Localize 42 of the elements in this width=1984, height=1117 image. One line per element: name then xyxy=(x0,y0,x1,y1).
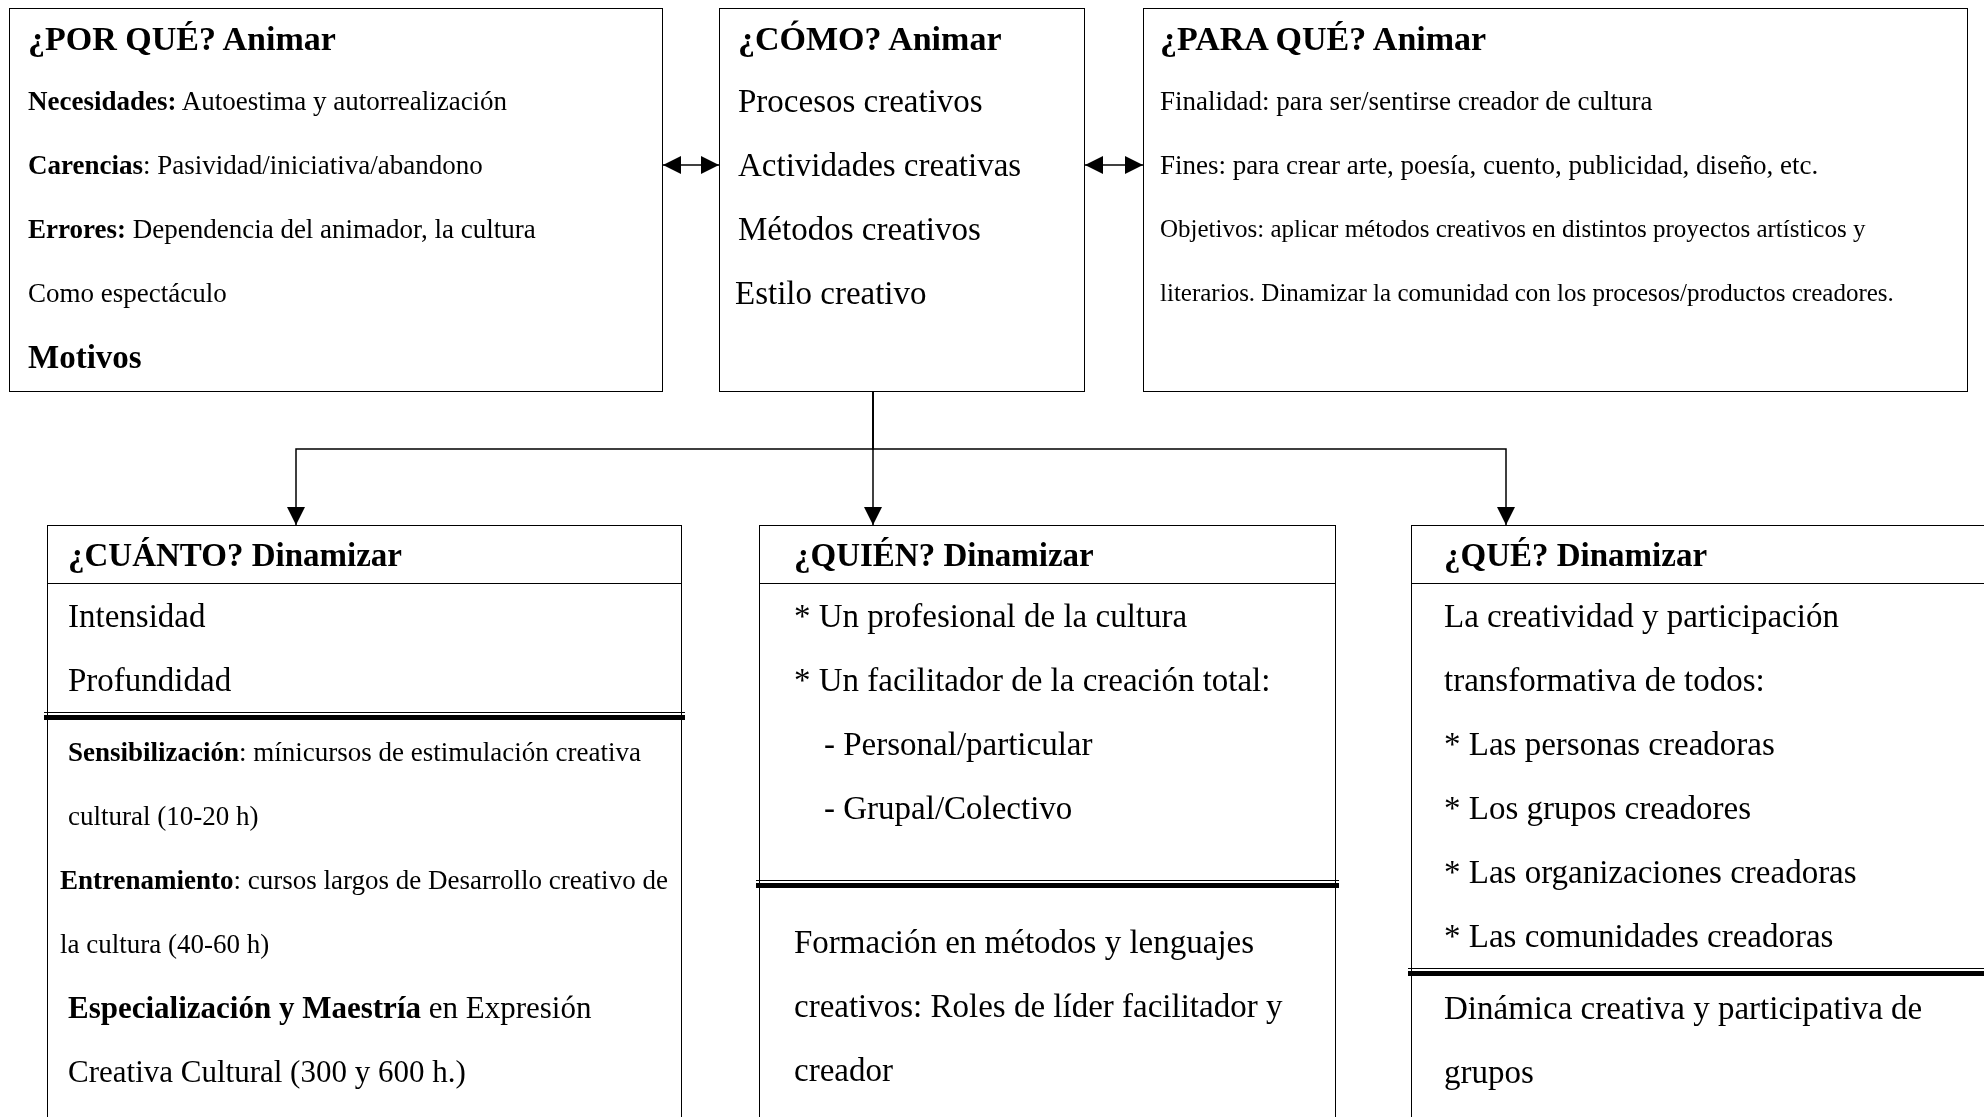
box-heading: ¿CUÁNTO? Dinamizar xyxy=(48,526,681,584)
text-line: La creatividad y participación transformativa de todos: xyxy=(1443,597,1840,700)
text-line: Intensidad xyxy=(67,597,207,636)
text-line: - Grupal/Colectivo xyxy=(823,789,1074,828)
text-line: Sensibilización: mínicursos de estimulación creativa cultural (10-20 h) xyxy=(67,736,642,833)
text-line: Procesos creativos xyxy=(737,82,984,121)
text-line: Entrenamiento: cursos largos de Desarrollo creativo de la cultura (40-60 h) xyxy=(59,864,669,961)
text-box xyxy=(759,525,1336,1117)
text-line: * Las comunidades creadoras xyxy=(1443,917,1835,956)
text-line: Especialización y Maestría en Expresión Creativa Cultural (300 y 600 h.) xyxy=(67,989,593,1091)
text-line: * Un profesional de la cultura xyxy=(793,597,1189,636)
text-line: Profundidad xyxy=(67,661,233,700)
text-line: Fines: para crear arte, poesía, cuento, publicidad, diseño, etc. xyxy=(1159,149,1820,182)
arrow xyxy=(662,156,720,174)
text-line: Formación en métodos y lenguajes creativos: Roles de líder facilitador y creador xyxy=(793,923,1284,1090)
text-line: - Personal/particular xyxy=(823,725,1094,764)
text-line: Carencias: Pasividad/iniciativa/abandono xyxy=(27,149,484,182)
text-line: Métodos creativos xyxy=(737,210,982,249)
box-heading: ¿CÓMO? Animar xyxy=(737,19,1003,59)
arrow xyxy=(1084,156,1144,174)
text-line: * Las organizaciones creadoras xyxy=(1443,853,1858,892)
box-heading: ¿POR QUÉ? Animar xyxy=(27,19,337,59)
box-heading: ¿QUIÉN? Dinamizar xyxy=(760,526,1335,584)
text-line: Objetivos: aplicar métodos creativos en distintos proyectos artísticos y literarios. Dinamizar la comunidad con los procesos/productos creadores. xyxy=(1159,214,1895,308)
text-line: Errores: Dependencia del animador, la cultura Como espectáculo xyxy=(27,213,537,310)
text-line: * Los grupos creadores xyxy=(1443,789,1752,828)
text-line: Actividades creativas xyxy=(737,146,1023,185)
text-box xyxy=(9,8,663,392)
text-box xyxy=(1143,8,1968,392)
text-line: Motivos xyxy=(27,338,143,377)
arrow xyxy=(872,391,1515,526)
box-heading: ¿PARA QUÉ? Animar xyxy=(1159,19,1488,59)
text-line: * Las personas creadoras xyxy=(1443,725,1776,764)
text-line: Necesidades: Autoestima y autorrealización xyxy=(27,85,509,118)
text-line: Finalidad: para ser/sentirse creador de cultura xyxy=(1159,85,1654,118)
text-box xyxy=(1411,525,1984,1117)
box-heading: ¿QUÉ? Dinamizar xyxy=(1412,526,1984,584)
text-line: * Un facilitador de la creación total: xyxy=(793,661,1272,700)
text-box xyxy=(719,8,1085,392)
text-line: Estilo creativo xyxy=(734,274,928,313)
text-box xyxy=(47,525,682,1117)
text-line: Dinámica creativa y participativa de grupos xyxy=(1443,989,1924,1092)
